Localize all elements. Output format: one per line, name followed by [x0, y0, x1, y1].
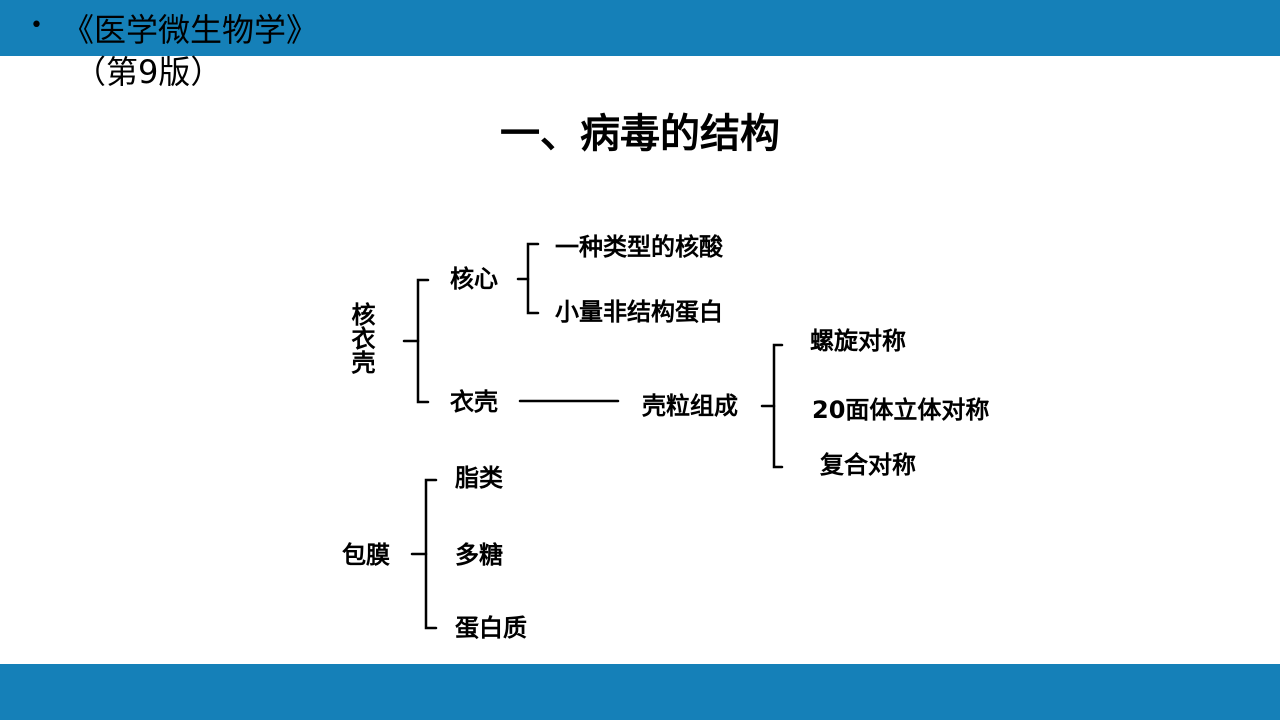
symmetry-icosahedral: 20面体立体对称	[812, 396, 990, 424]
nucleocapsid-label: 核衣壳	[347, 302, 375, 374]
nucleocapsid-bracket	[416, 278, 430, 404]
envelope-label: 包膜	[342, 541, 390, 569]
symmetry-complex: 复合对称	[820, 451, 916, 479]
core-bracket	[526, 242, 540, 315]
top-banner	[0, 0, 1280, 56]
envelope-item-polysaccharides: 多糖	[455, 541, 503, 569]
core-item-nucleic-acid: 一种类型的核酸	[555, 233, 723, 261]
capsomere-label: 壳粒组成	[642, 392, 738, 420]
symmetry-helical: 螺旋对称	[810, 327, 906, 355]
book-title: 《医学微生物学》	[62, 11, 319, 49]
bullet-marker: •	[30, 13, 43, 38]
slide-heading: 一、病毒的结构	[500, 111, 780, 157]
core-label: 核心	[450, 265, 498, 293]
envelope-item-lipids: 脂类	[455, 464, 503, 492]
envelope-item-proteins: 蛋白质	[455, 614, 527, 642]
envelope-bracket	[424, 478, 438, 630]
bottom-banner	[0, 664, 1280, 720]
capsid-label: 衣壳	[450, 388, 498, 416]
core-item-nonstructural-protein: 小量非结构蛋白	[555, 298, 723, 326]
book-edition: （第9版）	[74, 53, 223, 91]
